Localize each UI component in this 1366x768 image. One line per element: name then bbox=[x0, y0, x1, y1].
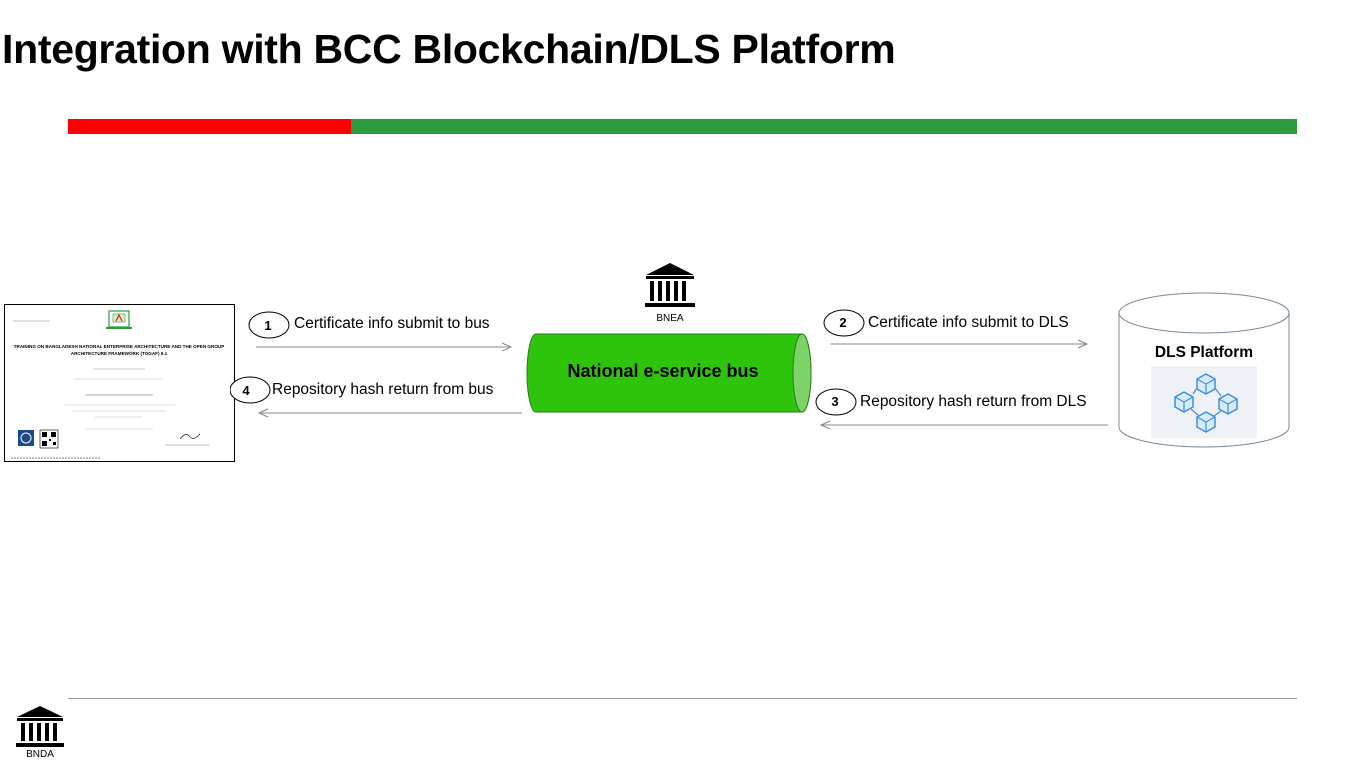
step-1-number: 1 bbox=[264, 318, 271, 333]
certificate-title-line1: TRAINING ON BANGLADESH NATIONAL ENTERPRI… bbox=[14, 344, 225, 349]
step-1-badge: 1 bbox=[248, 311, 290, 339]
e-service-bus-cylinder bbox=[526, 333, 812, 413]
certificate-image: TRAINING ON BANGLADESH NATIONAL ENTERPRI… bbox=[4, 304, 235, 462]
certificate-drawing: TRAINING ON BANGLADESH NATIONAL ENTERPRI… bbox=[11, 310, 225, 459]
step-4-label: Repository hash return from bus bbox=[272, 381, 494, 398]
certificate-seal-icon bbox=[18, 430, 34, 446]
step-1-label: Certificate info submit to bus bbox=[294, 315, 490, 332]
step-4-badge: 4 bbox=[230, 376, 271, 404]
step-3-badge: 3 bbox=[815, 388, 857, 416]
step-4-arrow bbox=[257, 408, 522, 418]
accent-bar-green bbox=[351, 119, 1297, 134]
step-4-number: 4 bbox=[242, 383, 250, 398]
signature-icon bbox=[179, 433, 201, 440]
step-3-arrow bbox=[819, 420, 1108, 430]
bnea-label: BNEA bbox=[656, 313, 684, 324]
step-2-number: 2 bbox=[839, 315, 846, 330]
step-2-badge: 2 bbox=[823, 309, 865, 337]
bnda-building-icon bbox=[16, 706, 64, 747]
certificate-title-line2: ARCHITECTURE FRAMEWORK (TOGAF) 9.1 bbox=[71, 351, 168, 356]
bnea-building-icon bbox=[645, 263, 695, 307]
step-3-label: Repository hash return from DLS bbox=[860, 393, 1087, 410]
accent-bar-red bbox=[68, 119, 351, 134]
step-2-label: Certificate info submit to DLS bbox=[868, 314, 1069, 331]
step-2-arrow bbox=[830, 339, 1089, 349]
e-service-bus-label: National e-service bus bbox=[567, 361, 759, 381]
blockchain-icon bbox=[1151, 366, 1257, 438]
page-title: Integration with BCC Blockchain/DLS Plat… bbox=[2, 26, 896, 72]
step-1-arrow bbox=[256, 342, 513, 352]
dls-platform-label: DLS Platform bbox=[1154, 344, 1254, 361]
step-3-number: 3 bbox=[831, 394, 838, 409]
footer-divider bbox=[68, 698, 1297, 699]
bnda-label: BNDA bbox=[26, 749, 54, 760]
